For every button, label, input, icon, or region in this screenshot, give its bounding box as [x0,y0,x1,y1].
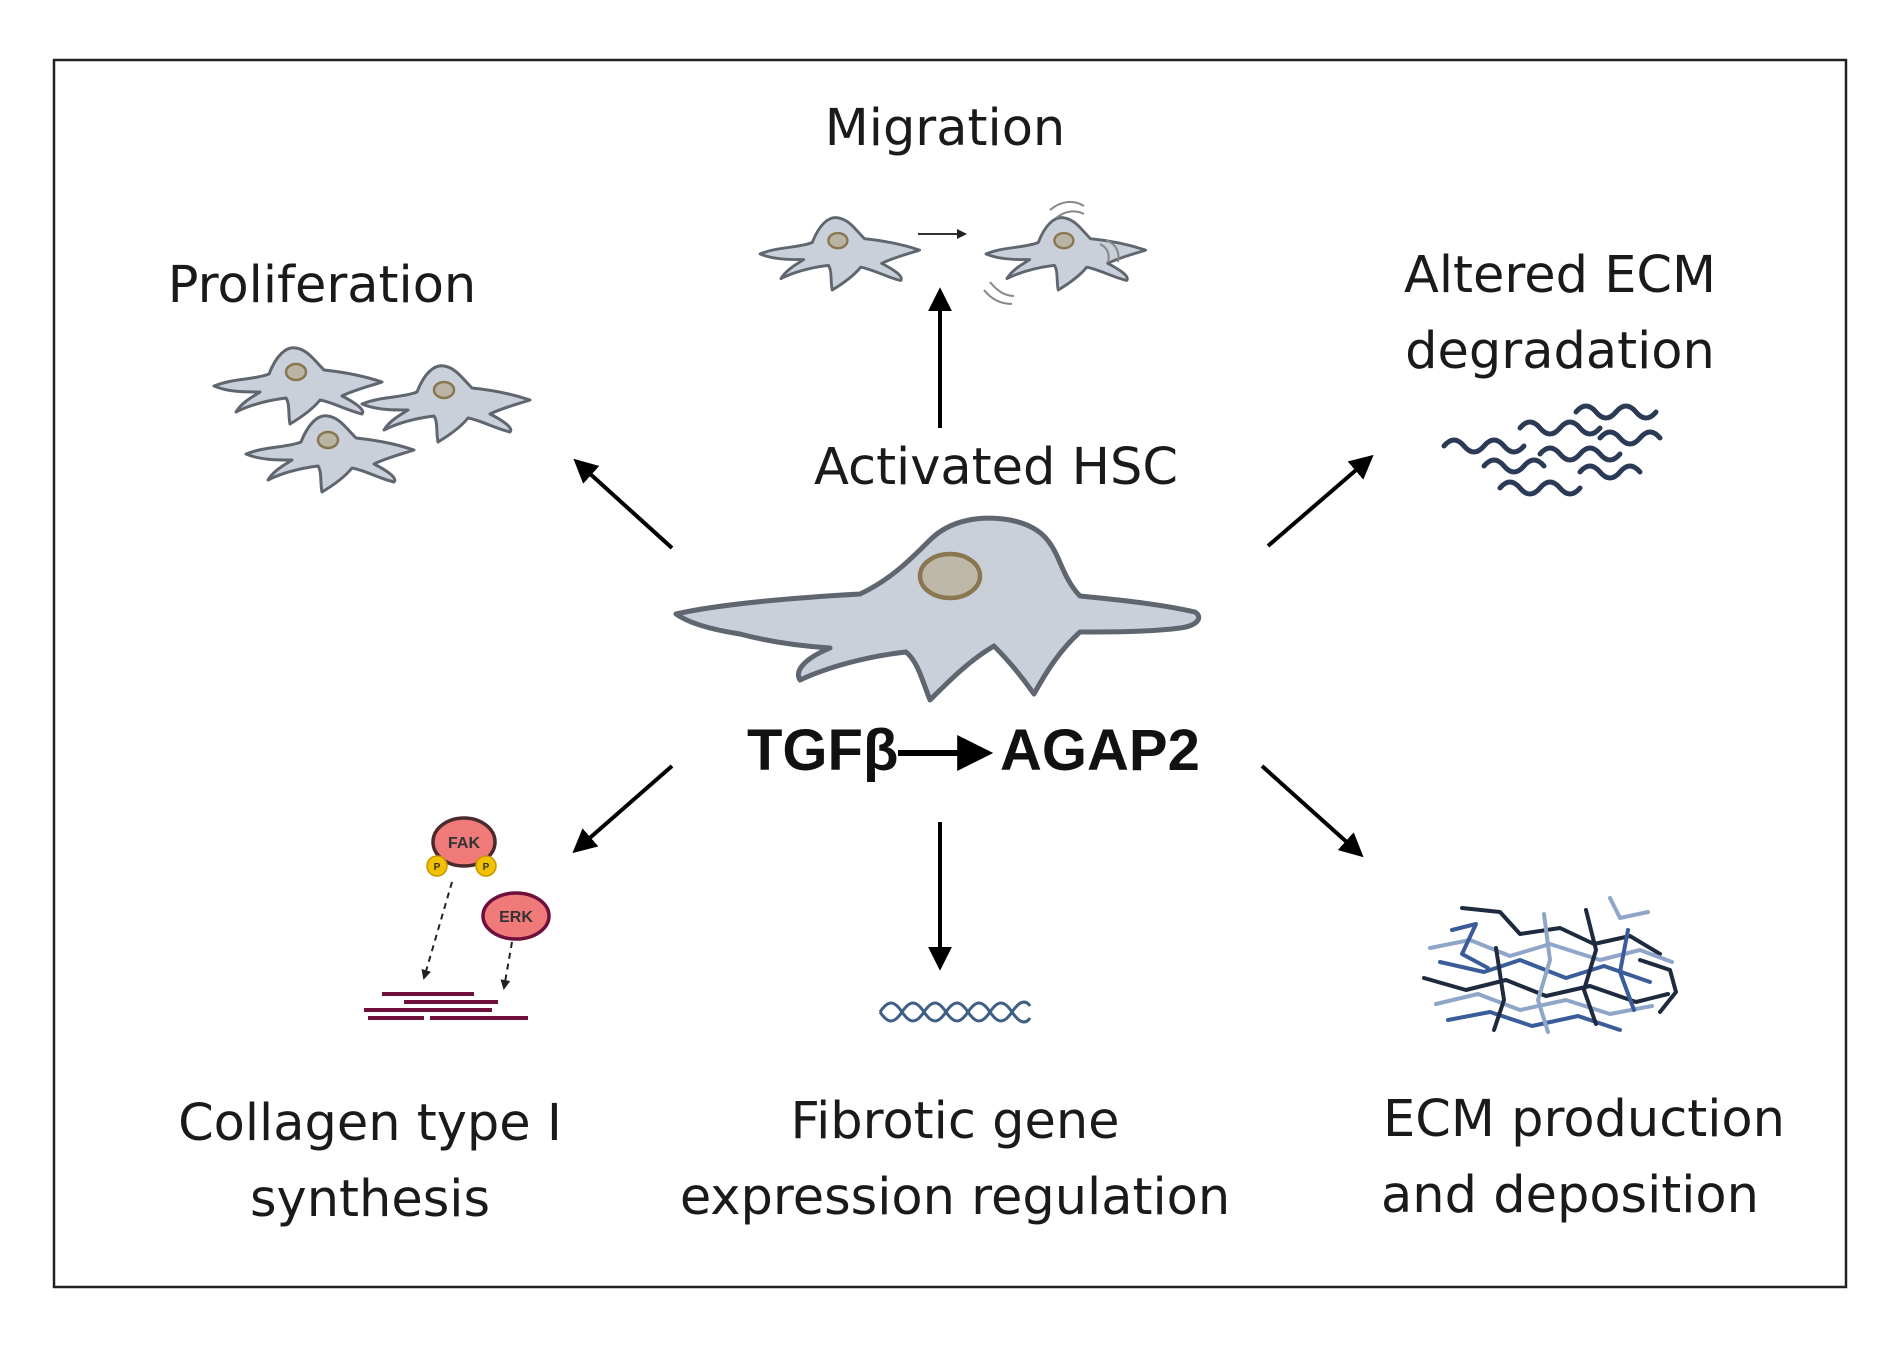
erk-protein: ERK [481,891,551,941]
phospho-right: P [475,855,497,877]
label-migration: Migration [825,99,1065,158]
label-ecm-degradation-line1: Altered ECM [1404,246,1716,305]
label-ecm-degradation-line2: degradation [1405,322,1715,381]
ecm-fiber-mesh [1422,896,1678,1034]
label-collagen-line2: synthesis [250,1170,490,1229]
proliferating-cell-2 [360,364,532,444]
phospho-left: P [426,855,448,877]
svg-text:P: P [483,862,490,873]
svg-text:ERK: ERK [499,909,533,926]
tgfb-label: TGFβ [747,718,898,783]
label-proliferation: Proliferation [168,256,477,315]
erk-to-collagen-arrow [500,941,513,990]
activated-hsc-cell [673,515,1202,703]
fak-protein: FAK [431,816,497,868]
figure-frame [52,58,1848,1289]
migrating-cell-right [984,216,1148,292]
arrow-to-ecm-degradation [1266,454,1374,548]
arrow-to-collagen [572,764,674,854]
label-ecm-production-line1: ECM production [1383,1090,1785,1149]
label-ecm-production-line2: and deposition [1381,1166,1759,1225]
fak-to-collagen-arrow [421,881,453,980]
proliferating-cell-1 [212,346,384,426]
arrow-to-proliferation [573,458,674,550]
migrating-cell-left [758,216,922,292]
label-fibrotic-line1: Fibrotic gene [790,1092,1119,1151]
degraded-ecm-fragments [1441,403,1663,497]
collagen-strands [364,992,528,1020]
label-activated-hsc: Activated HSC [814,438,1178,497]
dna-helix-icon [878,1000,1032,1024]
svg-text:FAK: FAK [448,835,480,852]
agap2-label: AGAP2 [1000,718,1200,783]
svg-text:P: P [434,862,441,873]
arrow-to-ecm-production [1260,764,1364,858]
motion-lines [983,200,1120,305]
label-collagen-line1: Collagen type I [178,1094,562,1153]
label-fibrotic-line2: expression regulation [680,1168,1230,1227]
